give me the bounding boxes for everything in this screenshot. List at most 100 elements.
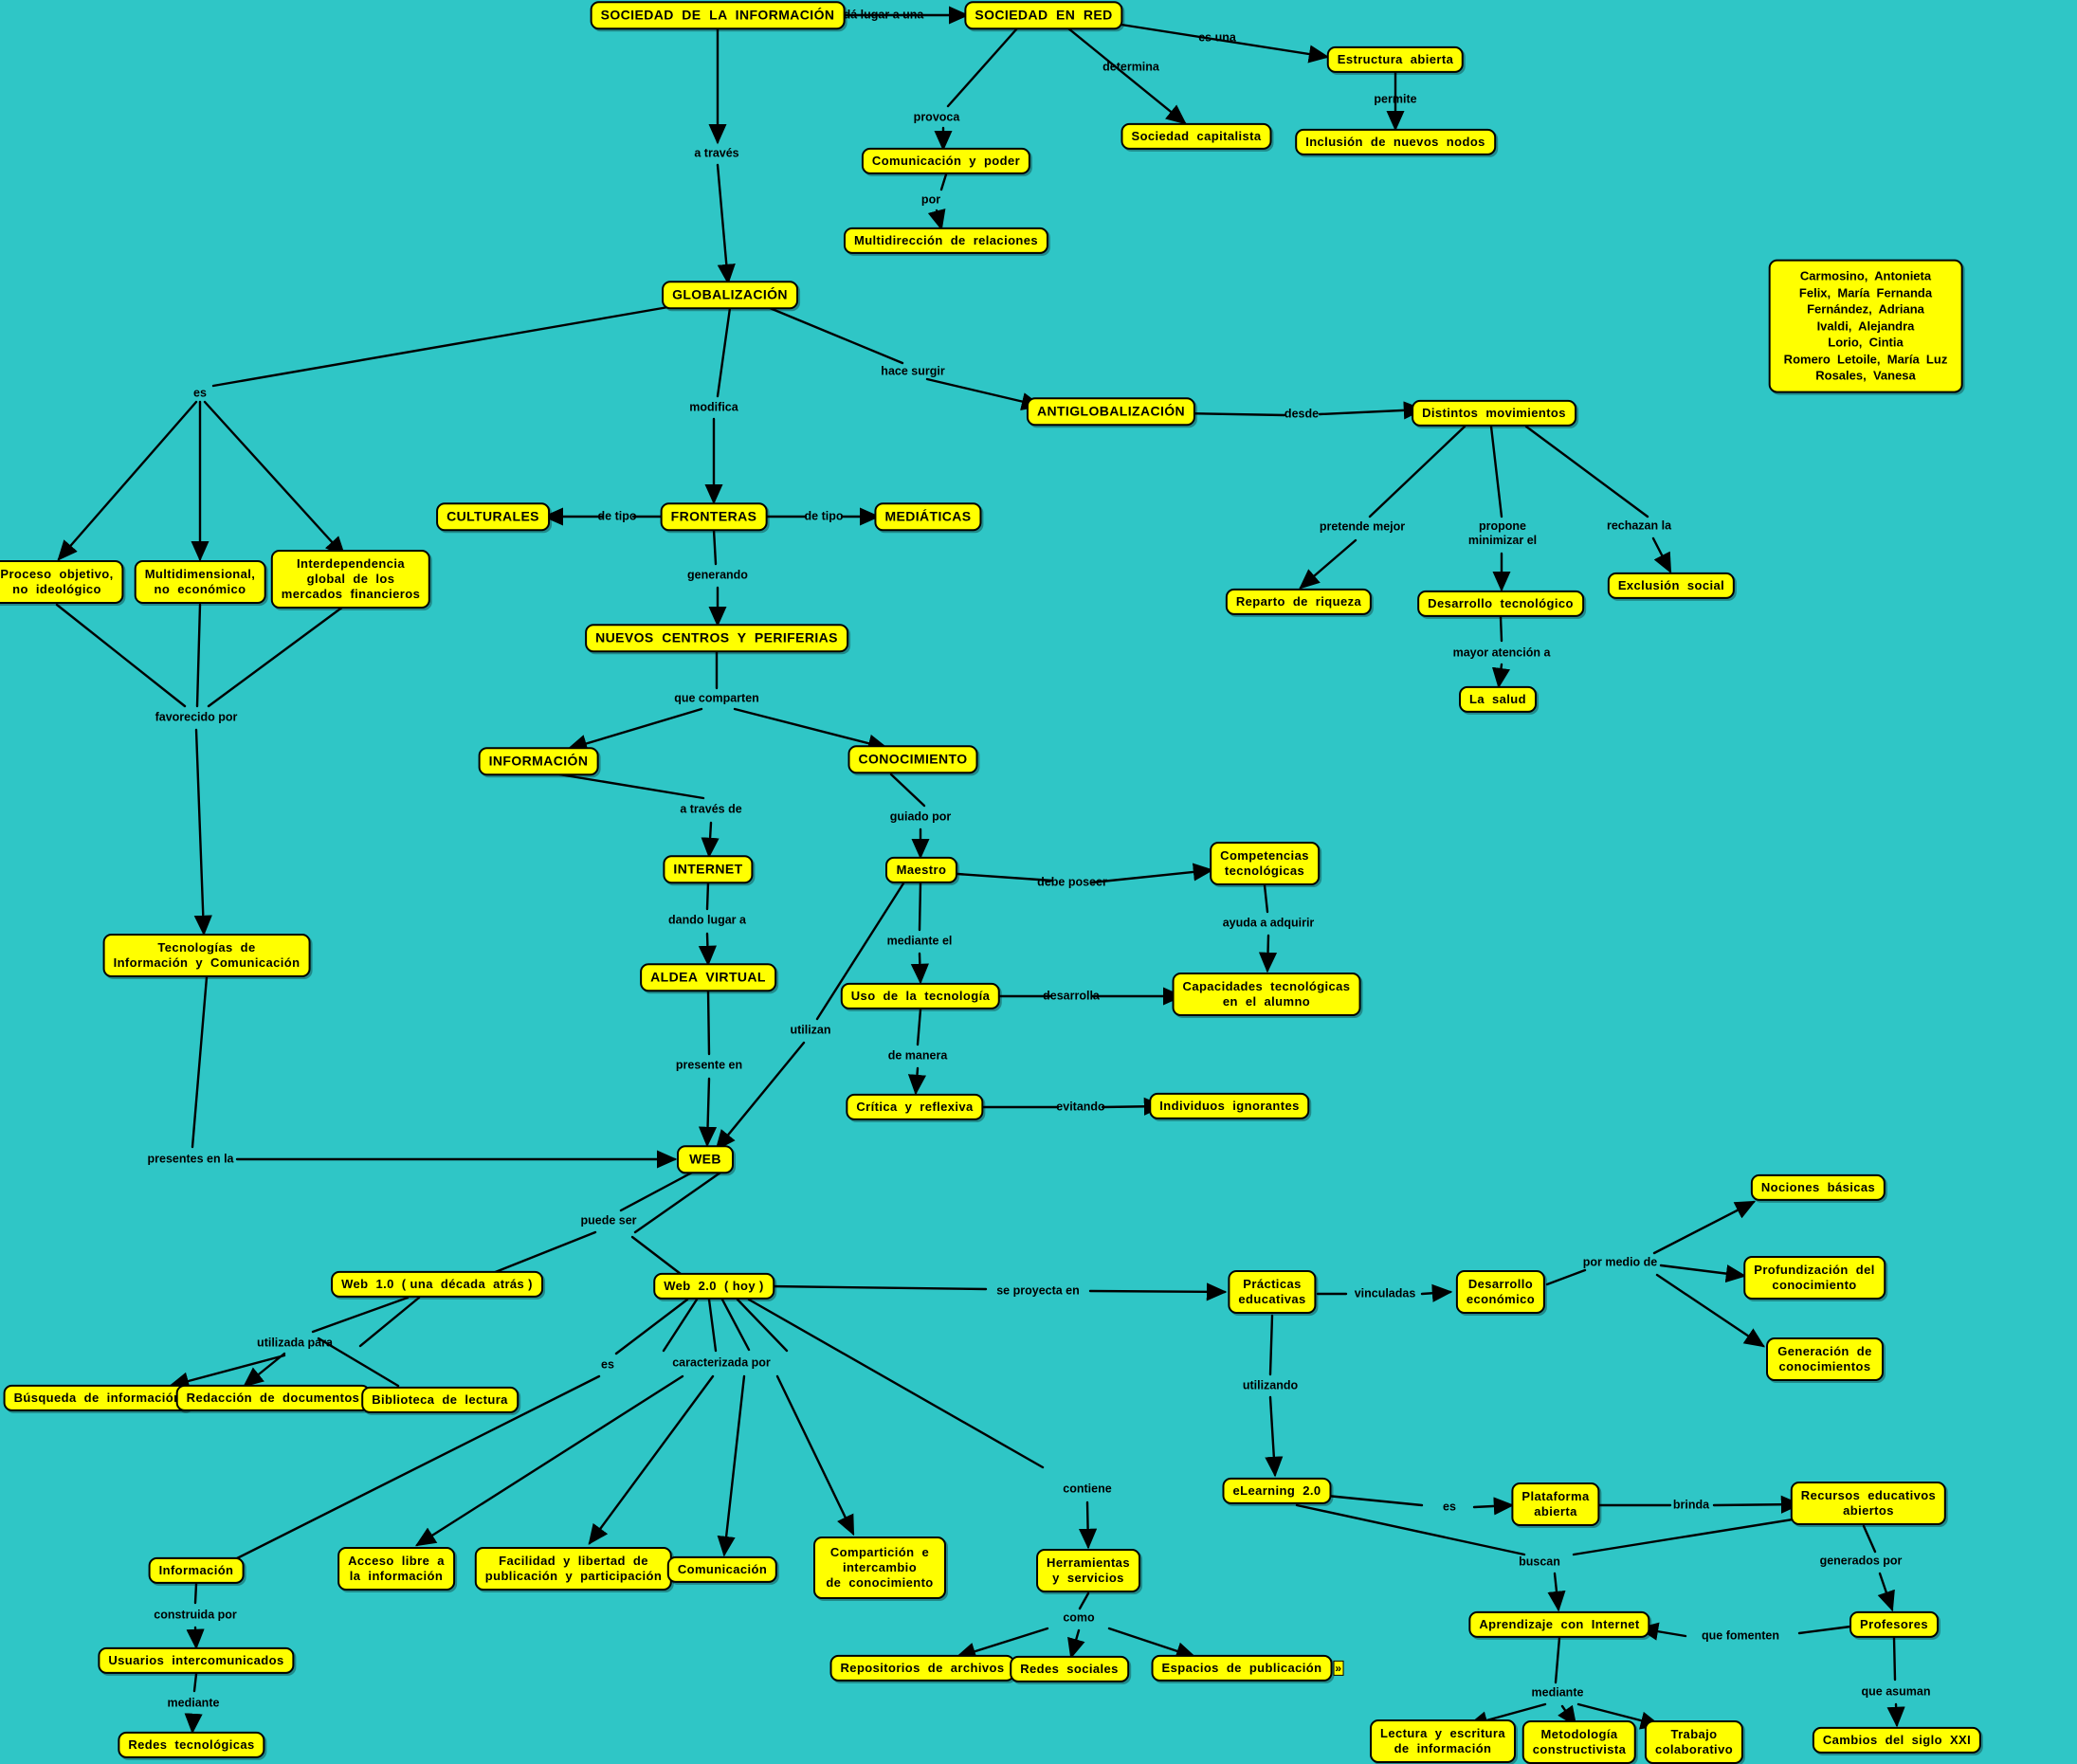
edge-120 <box>1886 1702 1905 1728</box>
link-label: permite <box>1374 92 1417 106</box>
concept-node[interactable]: ALDEA VIRTUAL <box>640 963 776 991</box>
concept-node[interactable]: Trabajo colaborativo <box>1644 1720 1744 1764</box>
concept-node[interactable]: Multidimensional, no económico <box>134 560 266 604</box>
concept-node[interactable]: Biblioteca de lectura <box>361 1386 519 1414</box>
concept-node[interactable]: Redes tecnológicas <box>118 1731 265 1759</box>
concept-node[interactable]: Acceso libre a la información <box>337 1547 455 1591</box>
concept-node[interactable]: Usuarios intercomunicados <box>98 1646 295 1675</box>
edge-52 <box>1090 863 1214 884</box>
concept-node[interactable]: Redacción de documentos <box>175 1384 371 1412</box>
concept-node[interactable]: Distintos movimientos <box>1412 399 1576 427</box>
concept-node[interactable]: Lectura y escritura de información <box>1370 1719 1516 1763</box>
link-label: a través de <box>680 802 742 816</box>
concept-node[interactable]: Nociones básicas <box>1750 1173 1886 1202</box>
concept-node[interactable]: Estructura abierta <box>1326 45 1465 74</box>
concept-node[interactable]: Espacios de publicación» <box>1151 1654 1344 1682</box>
concept-node[interactable]: Cambios del siglo XXI <box>1812 1726 1982 1755</box>
concept-node[interactable]: GLOBALIZACIÓN <box>662 281 798 309</box>
edge-76 <box>662 1298 699 1353</box>
concept-node[interactable]: INTERNET <box>663 855 754 883</box>
concept-node[interactable]: eLearning 2.0 <box>1222 1477 1332 1505</box>
edge-107 <box>1712 1495 1802 1514</box>
concept-node[interactable]: SOCIEDAD DE LA INFORMACIÓN <box>590 1 846 29</box>
concept-node[interactable]: Capacidades tecnológicas en el alumno <box>1172 973 1361 1016</box>
edge-90 <box>1078 1591 1090 1610</box>
concept-node[interactable]: Desarrollo económico <box>1455 1270 1546 1314</box>
concept-node[interactable]: FRONTERAS <box>660 502 768 531</box>
concept-node[interactable]: Web 2.0 ( hoy ) <box>653 1272 774 1300</box>
concept-node[interactable]: Plataforma abierta <box>1511 1482 1600 1526</box>
edge-82 <box>736 1298 789 1353</box>
concept-node[interactable]: Desarrollo tecnológico <box>1417 590 1584 618</box>
concept-node[interactable]: Compartición e intercambio de conocimien… <box>813 1537 946 1599</box>
edge-6 <box>939 173 948 191</box>
concept-node[interactable]: NUEVOS CENTROS Y PERIFERIAS <box>585 624 848 652</box>
edge-16 <box>1489 425 1503 518</box>
concept-node[interactable]: Exclusión social <box>1607 572 1736 600</box>
concept-node[interactable]: Profesores <box>1849 1610 1939 1639</box>
concept-node[interactable]: La salud <box>1459 685 1537 714</box>
concept-node[interactable]: Uso de la tecnología <box>840 982 1001 1010</box>
concept-node[interactable]: MEDIÁTICAS <box>874 502 982 531</box>
edge-111 <box>1862 1524 1877 1554</box>
concept-node[interactable]: Facilidad y libertad de publicación y pa… <box>474 1547 673 1591</box>
concept-node[interactable]: Herramientas y servicios <box>1036 1549 1140 1592</box>
edge-26 <box>716 306 732 398</box>
edge-20 <box>1499 615 1503 643</box>
edge-66 <box>491 1230 597 1275</box>
edge-86 <box>193 1582 198 1605</box>
concept-node[interactable]: Profundización del conocimiento <box>1743 1256 1886 1300</box>
concept-node[interactable]: Aprendizaje con Internet <box>1468 1610 1650 1639</box>
link-label: por <box>920 192 941 207</box>
concept-node[interactable]: Crítica y reflexiva <box>846 1093 984 1121</box>
concept-node[interactable]: Metodología constructivista <box>1521 1720 1637 1764</box>
concept-node[interactable]: CULTURALES <box>436 502 550 531</box>
link-label: mediante <box>167 1696 220 1710</box>
concept-node[interactable]: Interdependencia global de los mercados … <box>270 550 431 609</box>
concept-node[interactable]: Proceso objetivo, no ideológico <box>0 560 124 604</box>
edge-89 <box>184 1713 203 1735</box>
concept-node[interactable]: Inclusión de nuevos nodos <box>1295 128 1496 156</box>
concept-node[interactable]: SOCIEDAD EN RED <box>964 1 1123 29</box>
concept-node[interactable]: Reparto de riqueza <box>1225 588 1373 616</box>
concept-node[interactable]: Comunicación <box>666 1555 778 1584</box>
concept-node[interactable]: Recursos educativos abiertos <box>1790 1482 1947 1525</box>
link-label: contiene <box>1063 1482 1112 1496</box>
concept-node[interactable]: CONOCIMIENTO <box>847 745 978 773</box>
chevron-right-badge-icon[interactable]: » <box>1333 1661 1344 1676</box>
concept-node[interactable]: Multidirección de relaciones <box>843 227 1049 255</box>
link-label: es <box>193 386 207 400</box>
edge-13 <box>1318 401 1425 420</box>
edge-22 <box>211 301 692 388</box>
concept-node[interactable]: Competencias tecnológicas <box>1210 842 1320 885</box>
concept-node[interactable]: Información <box>148 1556 245 1585</box>
edge-79 <box>588 1374 715 1545</box>
concept-node[interactable]: Comunicación y poder <box>861 147 1031 175</box>
link-label: propone minimizar el <box>1467 519 1538 547</box>
concept-node[interactable]: Individuos ignorantes <box>1149 1092 1310 1120</box>
edge-59 <box>916 1008 922 1046</box>
concept-node[interactable]: Maestro <box>885 856 957 884</box>
concept-node[interactable]: Generación de conocimientos <box>1766 1337 1884 1381</box>
concept-node[interactable]: Web 1.0 ( una década atrás ) <box>331 1270 543 1299</box>
edge-97 <box>1420 1283 1453 1302</box>
edge-46 <box>698 932 717 967</box>
link-label: desde <box>1284 407 1320 421</box>
link-label: generando <box>687 568 748 582</box>
link-label: de tipo <box>804 509 844 523</box>
link-label: que fomenten <box>1702 1628 1779 1643</box>
concept-node[interactable]: Tecnologías de Información y Comunicació… <box>102 934 311 977</box>
edge-23 <box>57 400 198 561</box>
edge-47 <box>706 989 711 1056</box>
concept-node[interactable]: Búsqueda de información <box>3 1384 192 1412</box>
concept-node[interactable]: Redes sociales <box>1010 1655 1129 1683</box>
concept-node[interactable]: Sociedad capitalista <box>1120 122 1272 151</box>
concept-node[interactable]: INFORMACIÓN <box>478 747 599 775</box>
concept-node[interactable]: WEB <box>677 1145 734 1173</box>
link-label: por medio de <box>1582 1255 1658 1269</box>
concept-node[interactable]: Prácticas educativas <box>1228 1270 1317 1314</box>
link-label: guiado por <box>889 809 952 824</box>
link-label: debe poseer <box>1037 875 1107 889</box>
concept-node[interactable]: Repositorios de archivos» <box>829 1654 1027 1682</box>
concept-node[interactable]: ANTIGLOBALIZACIÓN <box>1026 397 1196 426</box>
